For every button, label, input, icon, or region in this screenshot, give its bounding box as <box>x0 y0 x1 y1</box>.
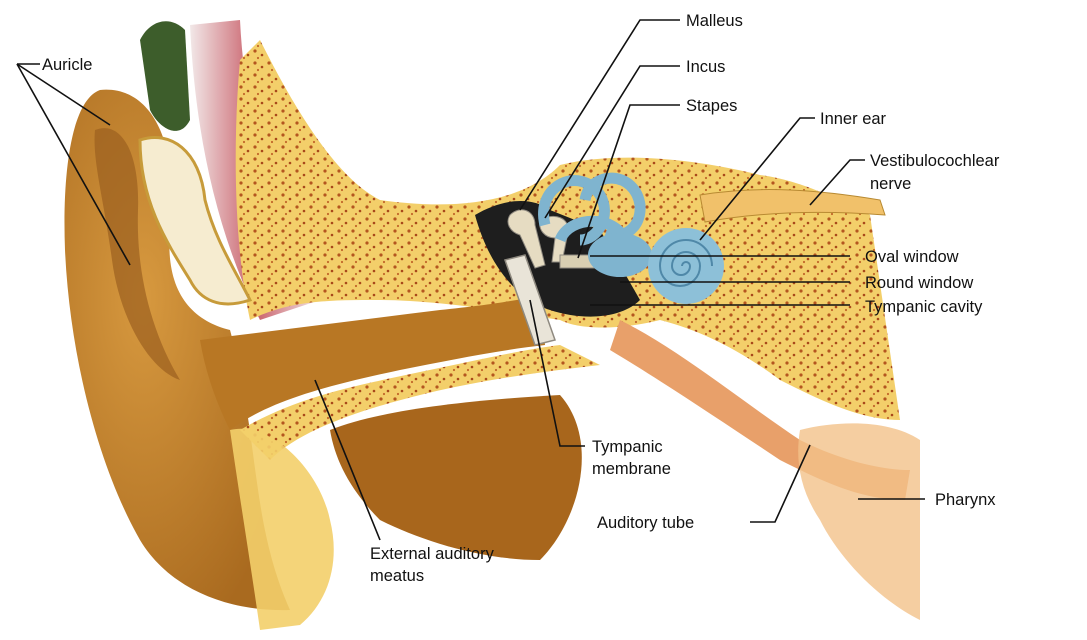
label-oval-window: Oval window <box>865 248 959 266</box>
label-round-window: Round window <box>865 274 973 292</box>
label-stapes: Stapes <box>686 97 737 115</box>
label-vestibulocochlear-line1: Vestibulocochlear <box>870 152 1000 170</box>
label-auditory-tube: Auditory tube <box>597 514 694 532</box>
anatomy-illustration <box>64 20 920 630</box>
label-tympanic-cavity: Tympanic cavity <box>865 298 983 316</box>
label-tympanic-membrane-line1: Tympanic <box>592 438 663 456</box>
pharynx-shape <box>798 423 920 620</box>
label-inner-ear: Inner ear <box>820 110 887 128</box>
label-external-meatus-line2: meatus <box>370 567 424 585</box>
label-incus: Incus <box>686 58 725 76</box>
label-pharynx: Pharynx <box>935 491 996 509</box>
lower-mass <box>330 395 582 560</box>
label-external-meatus-line1: External auditory <box>370 545 495 563</box>
label-vestibulocochlear-line2: nerve <box>870 175 911 193</box>
label-auricle: Auricle <box>42 56 92 74</box>
label-malleus: Malleus <box>686 12 743 30</box>
label-tympanic-membrane-line2: membrane <box>592 460 671 478</box>
vestibule-shape <box>588 233 652 277</box>
